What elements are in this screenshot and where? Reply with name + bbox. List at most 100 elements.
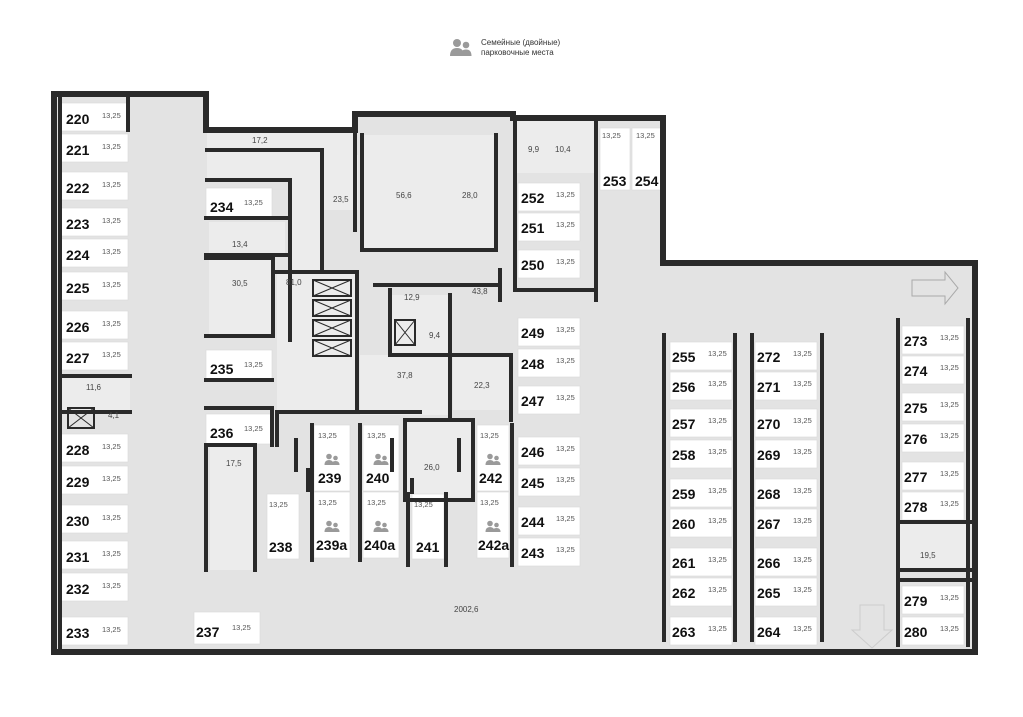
space-box (59, 310, 129, 340)
space-box (205, 413, 273, 445)
space-box (754, 508, 818, 538)
space-number: 243 (521, 545, 545, 561)
space-box (59, 616, 129, 646)
space-box (901, 392, 965, 422)
room (405, 420, 473, 500)
space-box (517, 249, 581, 279)
space-number: 226 (66, 319, 90, 335)
space-number: 278 (904, 499, 928, 515)
space-number: 239 (318, 470, 342, 486)
elevator-box (394, 319, 416, 346)
space-number: 257 (672, 416, 696, 432)
space-box (59, 341, 129, 371)
space-number: 277 (904, 469, 928, 485)
elevator-cross (67, 407, 95, 429)
room (450, 135, 496, 245)
parking-space: 247 13,25 (517, 385, 581, 415)
room-area-label: 26,0 (424, 463, 440, 472)
space-number: 237 (196, 624, 220, 640)
room-area-label: 2002,6 (454, 605, 479, 614)
space-box (59, 433, 129, 463)
space-number: 268 (757, 486, 781, 502)
space-area: 13,25 (480, 431, 499, 440)
space-number: 260 (672, 516, 696, 532)
space-area: 13,25 (940, 624, 959, 633)
space-area: 13,25 (269, 500, 288, 509)
space-number: 244 (521, 514, 545, 530)
room-area-label: 9,4 (429, 331, 441, 340)
space-box (193, 611, 261, 645)
space-area: 13,25 (102, 247, 121, 256)
space-number: 231 (66, 549, 90, 565)
room-area-label: 13,4 (232, 240, 248, 249)
rooms-layer (62, 118, 970, 570)
space-number: 253 (603, 173, 627, 189)
space-number: 265 (757, 585, 781, 601)
space-area: 13,25 (414, 500, 433, 509)
elevator-box (312, 319, 352, 337)
space-number: 264 (757, 624, 781, 640)
space-area: 13,25 (244, 424, 263, 433)
room-area-label: 28,0 (462, 191, 478, 200)
space-number: 247 (521, 393, 545, 409)
space-area: 13,25 (940, 593, 959, 602)
space-area: 13,25 (556, 393, 575, 402)
room (210, 445, 255, 570)
space-number: 246 (521, 444, 545, 460)
space-box (754, 616, 818, 646)
space-area: 13,25 (102, 474, 121, 483)
walls-layer (51, 91, 978, 655)
space-box (901, 325, 965, 355)
elevator-box (312, 299, 352, 317)
space-box (266, 493, 300, 560)
space-area: 13,25 (940, 363, 959, 372)
space-box (669, 341, 733, 371)
space-box (901, 616, 965, 646)
room (209, 258, 273, 336)
space-box (901, 585, 965, 615)
room-area-label: 4,1 (108, 411, 120, 420)
space-area: 13,25 (708, 555, 727, 564)
parking-space: 226 13,25 (59, 310, 129, 340)
space-box (517, 506, 581, 536)
space-box (517, 467, 581, 497)
space-box (669, 371, 733, 401)
space-area: 13,25 (102, 350, 121, 359)
space-box (59, 540, 129, 570)
space-box (517, 348, 581, 378)
space-area: 13,25 (708, 486, 727, 495)
space-box (517, 436, 581, 466)
family-parking-icon (485, 520, 501, 532)
space-area: 13,25 (708, 379, 727, 388)
space-number: 240а (364, 537, 395, 553)
space-area: 13,25 (602, 131, 621, 140)
space-box (599, 127, 631, 191)
space-area: 13,25 (102, 180, 121, 189)
space-area: 13,25 (793, 555, 812, 564)
space-area: 13,25 (102, 319, 121, 328)
space-number: 275 (904, 400, 928, 416)
